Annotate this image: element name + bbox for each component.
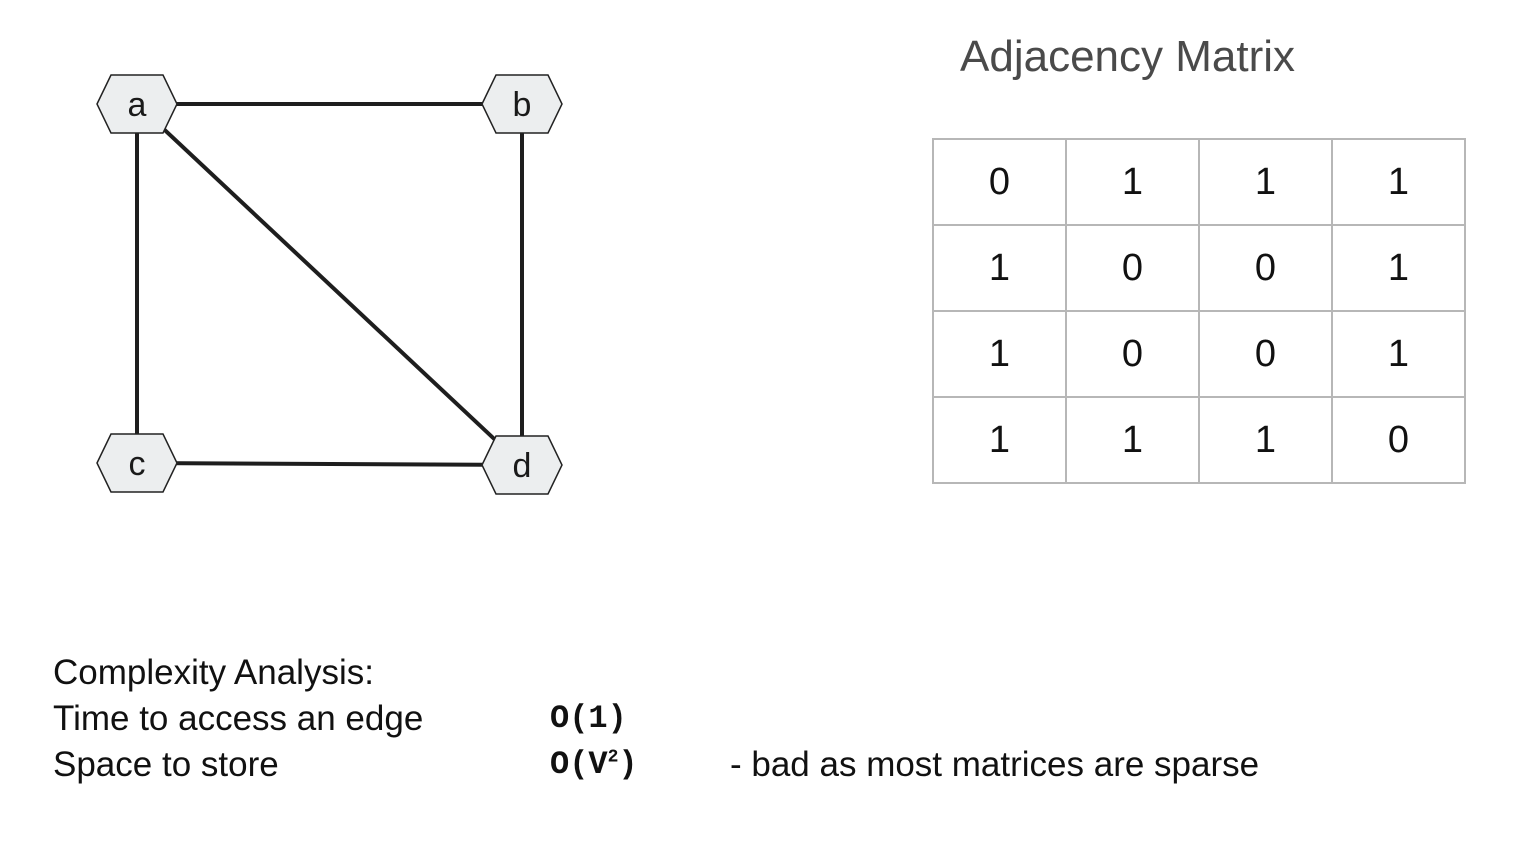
time-value: O(1) (550, 700, 627, 737)
matrix-cell: 1 (932, 224, 1067, 312)
matrix-cell: 0 (1331, 396, 1466, 484)
matrix-cell: 1 (1331, 138, 1466, 226)
edge-a-d (135, 102, 524, 467)
matrix-cell: 1 (1331, 224, 1466, 312)
node-d (481, 435, 563, 495)
matrix-cell: 0 (1198, 224, 1333, 312)
space-value: O(V2) (550, 742, 638, 788)
matrix-cell: 1 (1198, 396, 1333, 484)
node-label-a: a (128, 86, 147, 124)
space-value-close: ) (618, 746, 638, 783)
space-value-base: O(V (550, 746, 608, 783)
space-note: - bad as most matrices are sparse (730, 745, 1260, 784)
matrix-cell: 1 (1198, 138, 1333, 226)
time-label: Time to access an edge (53, 699, 424, 738)
graph-diagram: a b c d (96, 74, 563, 495)
node-label-d: d (513, 447, 532, 485)
matrix-cell: 0 (1065, 310, 1200, 398)
graph-edges (135, 102, 524, 467)
matrix-cell: 1 (932, 396, 1067, 484)
node-b (481, 74, 563, 134)
node-label-b: b (513, 86, 532, 124)
matrix-cell: 1 (932, 310, 1067, 398)
matrix-title: Adjacency Matrix (960, 32, 1296, 81)
matrix-cell: 0 (932, 138, 1067, 226)
node-a (96, 74, 178, 134)
matrix-cell: 1 (1065, 396, 1200, 484)
node-label-c: c (129, 445, 146, 483)
space-label: Space to store (53, 745, 279, 784)
space-value-exponent: 2 (607, 747, 619, 768)
matrix-cell: 1 (1331, 310, 1466, 398)
graph-nodes: a b c d (96, 74, 563, 495)
complexity-heading: Complexity Analysis: (53, 653, 374, 692)
node-c (96, 433, 178, 493)
matrix-cell: 0 (1198, 310, 1333, 398)
matrix-cell: 0 (1065, 224, 1200, 312)
matrix-cell: 1 (1065, 138, 1200, 226)
edge-c-d (136, 461, 523, 467)
